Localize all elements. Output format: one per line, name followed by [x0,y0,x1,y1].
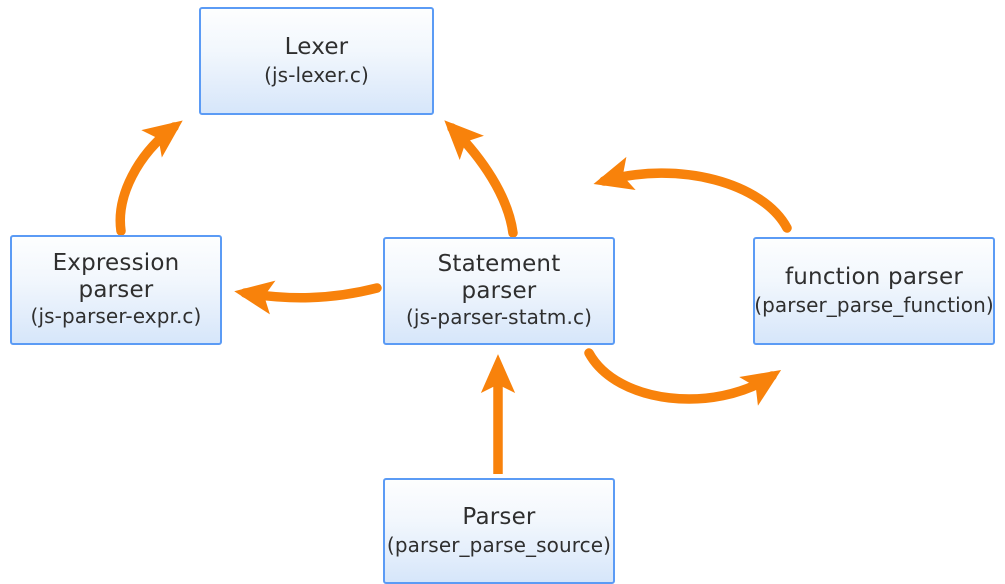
edge-statement-to-function [584,348,782,406]
node-expression-parser-title-line2: parser [78,277,154,304]
node-lexer-subtitle: (js-lexer.c) [264,62,369,87]
edge-expression-to-lexer [115,120,183,236]
node-expression-parser[interactable]: Expression parser (js-parser-expr.c) [10,235,222,345]
node-expression-parser-subtitle: (js-parser-expr.c) [30,304,202,329]
node-lexer-title: Lexer [284,34,349,61]
node-statement-parser-title-line2: parser [461,278,537,305]
node-function-parser-subtitle: (parser_parse_function) [754,292,994,317]
node-parser-title: Parser [462,504,536,531]
node-function-parser[interactable]: function parser (parser_parse_function) [753,237,995,345]
node-expression-parser-title: Expression [52,250,180,277]
node-lexer[interactable]: Lexer (js-lexer.c) [199,7,434,115]
node-statement-parser-title: Statement [437,251,561,278]
node-statement-parser[interactable]: Statement parser (js-parser-statm.c) [383,237,615,345]
node-function-parser-title: function parser [784,264,963,291]
edge-function-to-statement [593,156,792,233]
edge-statement-to-lexer [444,120,518,238]
node-parser-subtitle: (parser_parse_source) [386,532,612,557]
node-parser[interactable]: Parser (parser_parse_source) [383,478,615,584]
node-statement-parser-subtitle: (js-parser-statm.c) [406,305,592,330]
edge-statement-to-expression [234,280,382,315]
